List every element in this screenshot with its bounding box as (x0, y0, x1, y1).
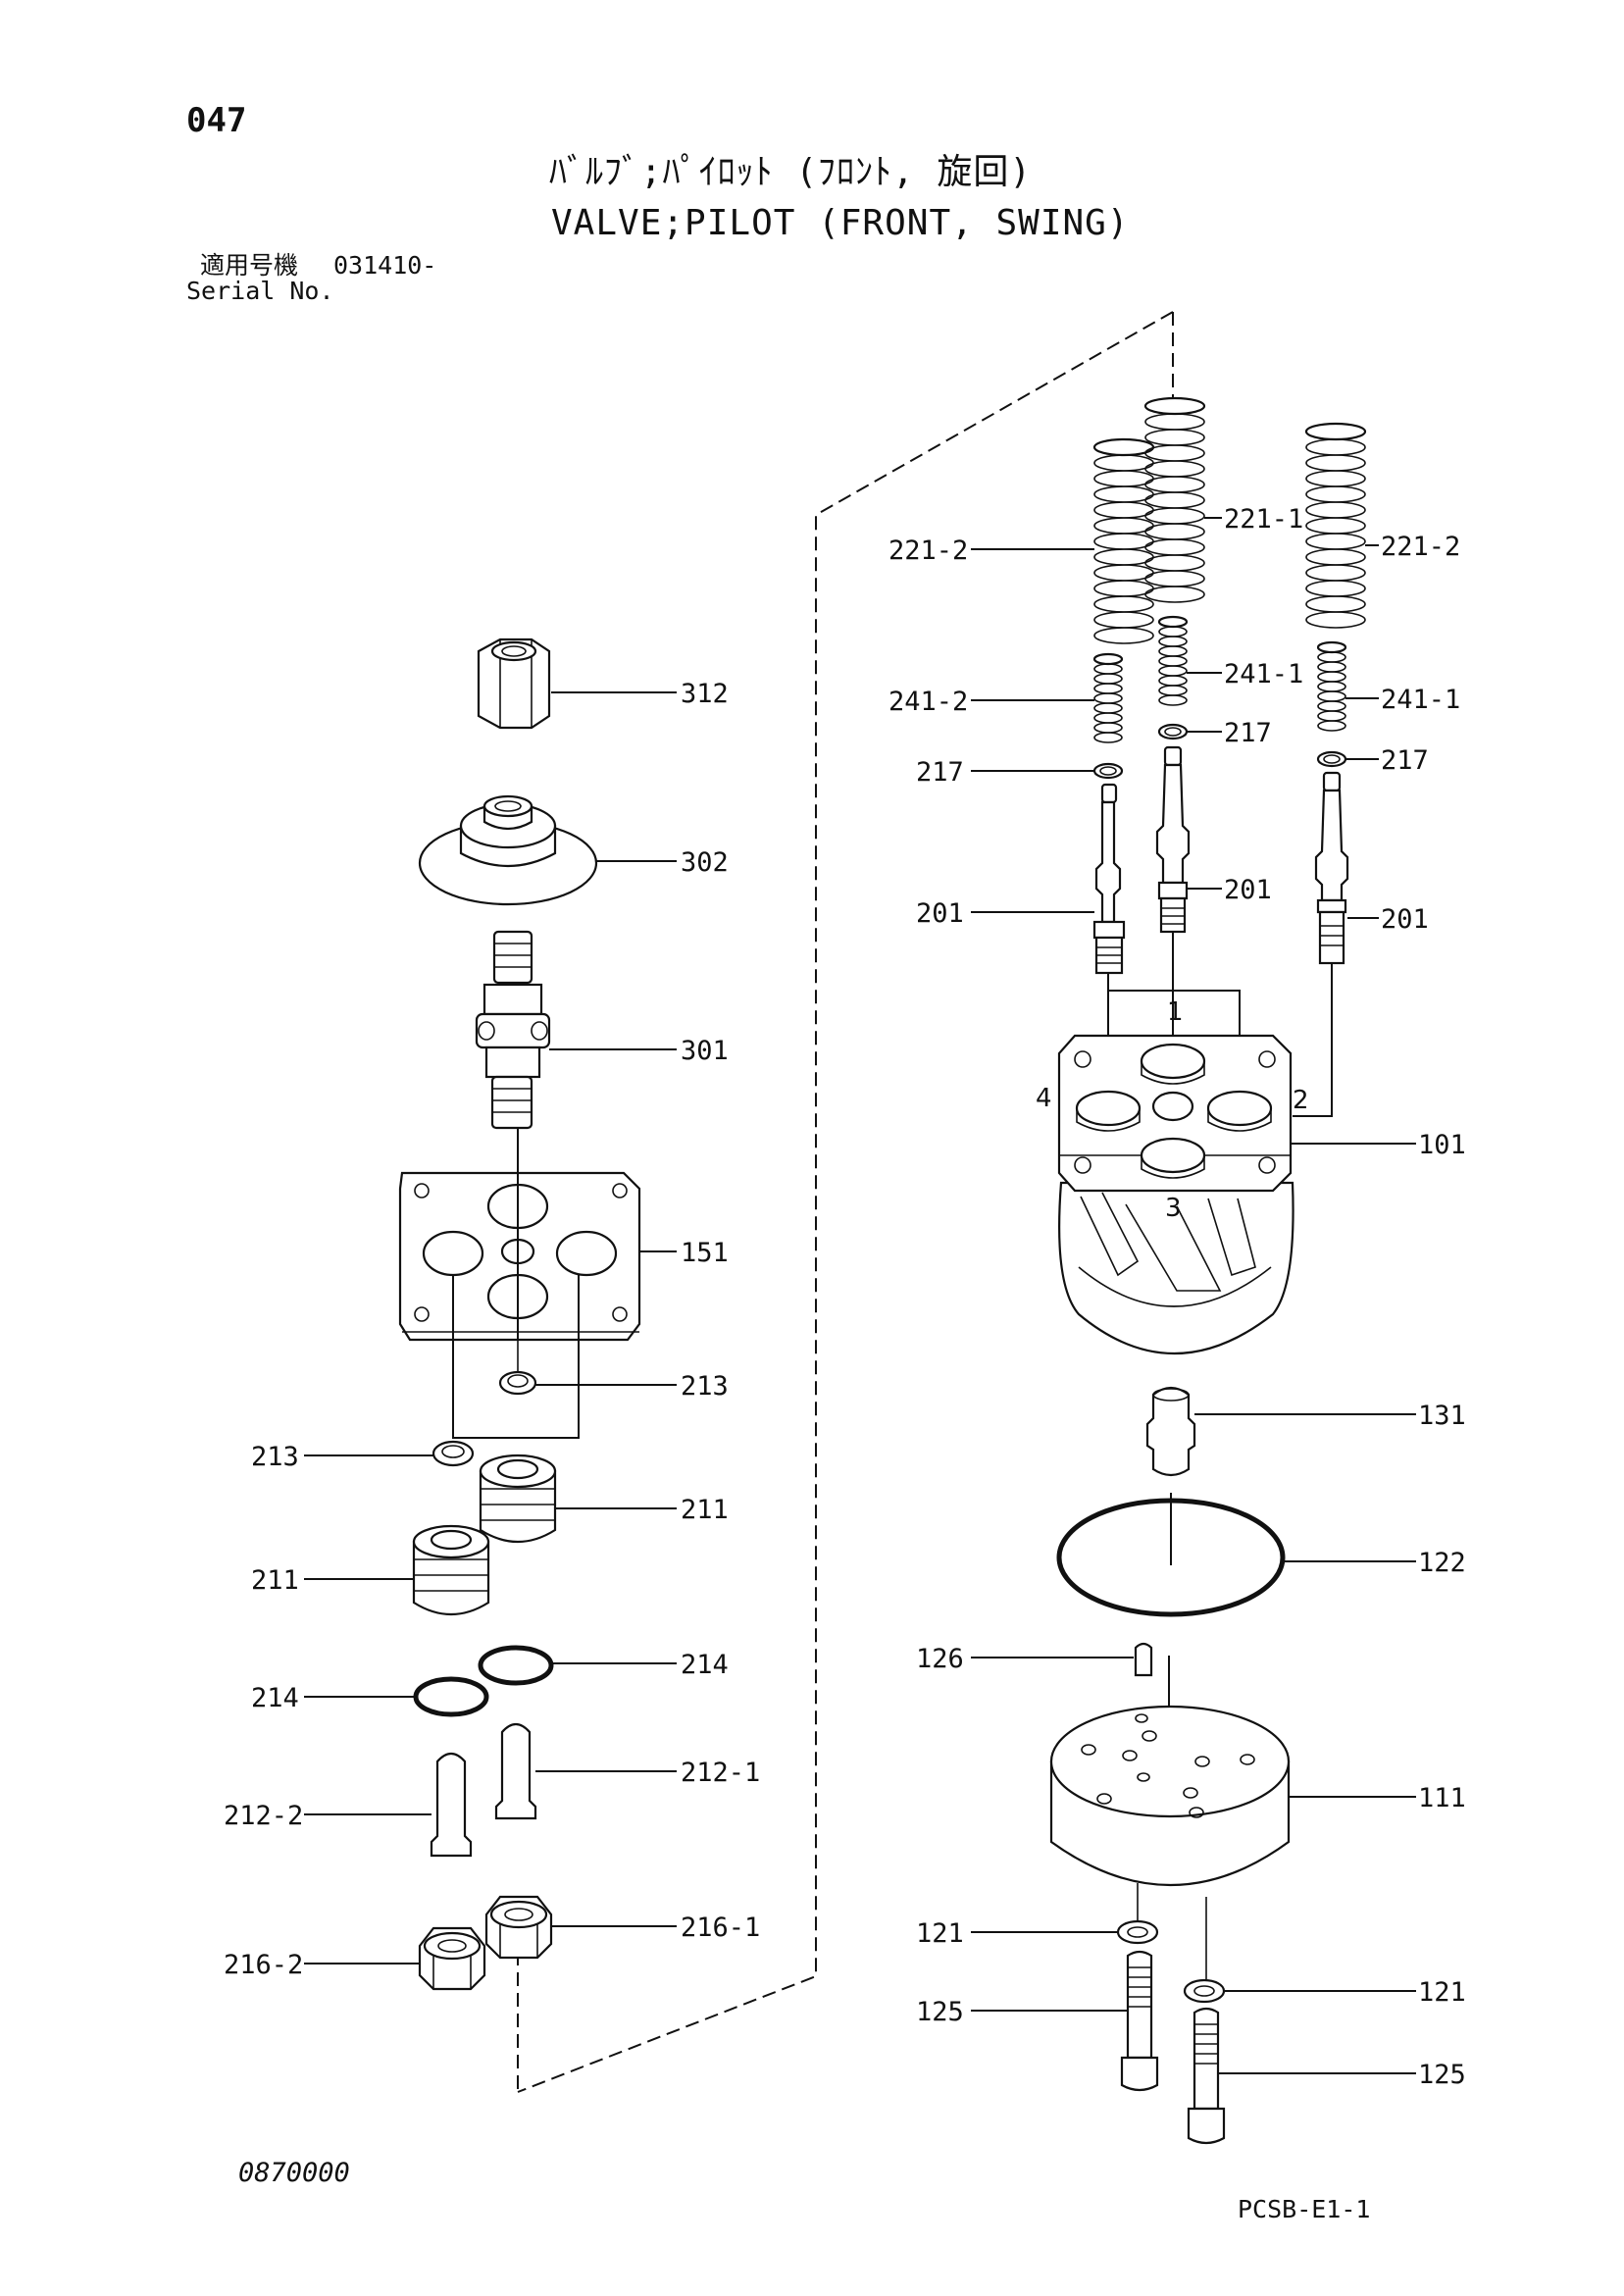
callout-201-center: 201 (1224, 875, 1272, 905)
port-label-4: 4 (1036, 1084, 1052, 1113)
part-125-bolt-right (1187, 2007, 1226, 2145)
callout-302: 302 (681, 847, 729, 878)
assembly-boundary (517, 311, 1174, 2093)
part-213-o-ring-upper (498, 1370, 537, 1396)
callout-216-1: 216-1 (681, 1913, 760, 1943)
serial-label-english: Serial No. (186, 277, 334, 305)
title-english: VALVE;PILOT (FRONT, SWING) (551, 203, 1130, 243)
callout-217-center: 217 (1224, 718, 1272, 748)
callout-213-upper: 213 (681, 1371, 729, 1402)
port-label-1: 1 (1167, 997, 1184, 1027)
callout-126: 126 (916, 1644, 964, 1674)
callout-111: 111 (1418, 1783, 1466, 1813)
part-312-hex-nut (477, 638, 551, 730)
callout-312: 312 (681, 679, 729, 709)
callout-211-right: 211 (681, 1495, 729, 1525)
part-221-2-spring-left (1092, 437, 1155, 644)
part-216-1-cap (484, 1895, 553, 1960)
callout-122: 122 (1418, 1548, 1466, 1578)
callout-131: 131 (1418, 1401, 1466, 1431)
callout-221-1: 221-1 (1224, 504, 1303, 535)
callout-241-2: 241-2 (888, 687, 968, 717)
part-214-o-ring-right (478, 1645, 554, 1686)
callout-214-right: 214 (681, 1650, 729, 1680)
callout-201-right: 201 (1381, 904, 1429, 935)
callout-212-1: 212-1 (681, 1758, 760, 1788)
callout-217-right: 217 (1381, 745, 1429, 776)
part-151-plate (398, 1171, 641, 1342)
part-301-universal-joint (475, 930, 551, 1130)
part-216-2-cap (418, 1926, 486, 1991)
callout-213-lower: 213 (251, 1442, 299, 1472)
callout-221-2-left: 221-2 (888, 536, 968, 566)
part-221-1-spring-center (1143, 396, 1206, 603)
serial-number-value: 031410- (333, 251, 437, 280)
part-212-1-pin (494, 1722, 537, 1820)
part-125-bolt-left (1120, 1950, 1159, 2092)
callout-241-1-right: 241-1 (1381, 685, 1460, 715)
part-217-washer-center (1157, 723, 1189, 740)
part-126-pin (1134, 1642, 1153, 1677)
callout-301: 301 (681, 1036, 729, 1066)
part-212-2-pin (430, 1752, 473, 1858)
part-201-spool-center (1155, 745, 1191, 934)
callout-101: 101 (1418, 1130, 1466, 1160)
callout-125-left: 125 (916, 1997, 964, 2027)
document-number: 0870000 (238, 2158, 350, 2188)
title-japanese: ﾊﾞﾙﾌﾞ;ﾊﾟｲﾛｯﾄ (ﾌﾛﾝﾄ, 旋回) (549, 152, 1033, 192)
part-131-plug (1145, 1386, 1196, 1477)
part-302-disc (418, 794, 598, 906)
part-121-ring-right (1183, 1978, 1226, 2004)
part-241-2-spring (1092, 652, 1124, 743)
callout-151: 151 (681, 1238, 729, 1268)
callout-221-2-right: 221-2 (1381, 532, 1460, 562)
callout-212-2: 212-2 (224, 1801, 303, 1831)
port-label-2: 2 (1293, 1086, 1309, 1115)
part-217-washer-left (1092, 762, 1124, 780)
part-211-plug-left (412, 1524, 490, 1616)
callout-217-left: 217 (916, 757, 964, 788)
callout-201-left: 201 (916, 898, 964, 929)
page-number: 047 (186, 101, 247, 140)
callout-125-right: 125 (1418, 2060, 1466, 2090)
serial-label-japanese: 適用号機 (200, 251, 299, 280)
part-214-o-ring-left (413, 1676, 489, 1717)
callout-241-1-center: 241-1 (1224, 659, 1303, 689)
callout-121-right: 121 (1418, 1977, 1466, 2008)
part-241-1-spring-center (1157, 615, 1189, 706)
part-111-cover (1049, 1705, 1291, 1886)
part-101-casing (1057, 1034, 1294, 1355)
part-217-washer-right (1316, 750, 1347, 768)
part-213-o-ring-lower (431, 1440, 475, 1467)
callout-121-left: 121 (916, 1918, 964, 1949)
callout-214-left: 214 (251, 1683, 299, 1713)
part-211-plug-right (479, 1454, 557, 1544)
part-241-1-spring-right (1316, 640, 1347, 732)
callout-216-2: 216-2 (224, 1950, 303, 1980)
part-221-2-spring-right (1304, 422, 1367, 629)
part-201-spool-right (1314, 771, 1349, 965)
port-label-3: 3 (1165, 1194, 1182, 1223)
part-121-ring-left (1116, 1919, 1159, 1945)
part-201-spool-left (1092, 783, 1126, 975)
callout-211-left: 211 (251, 1565, 299, 1596)
sheet-code: PCSB-E1-1 (1238, 2195, 1371, 2223)
